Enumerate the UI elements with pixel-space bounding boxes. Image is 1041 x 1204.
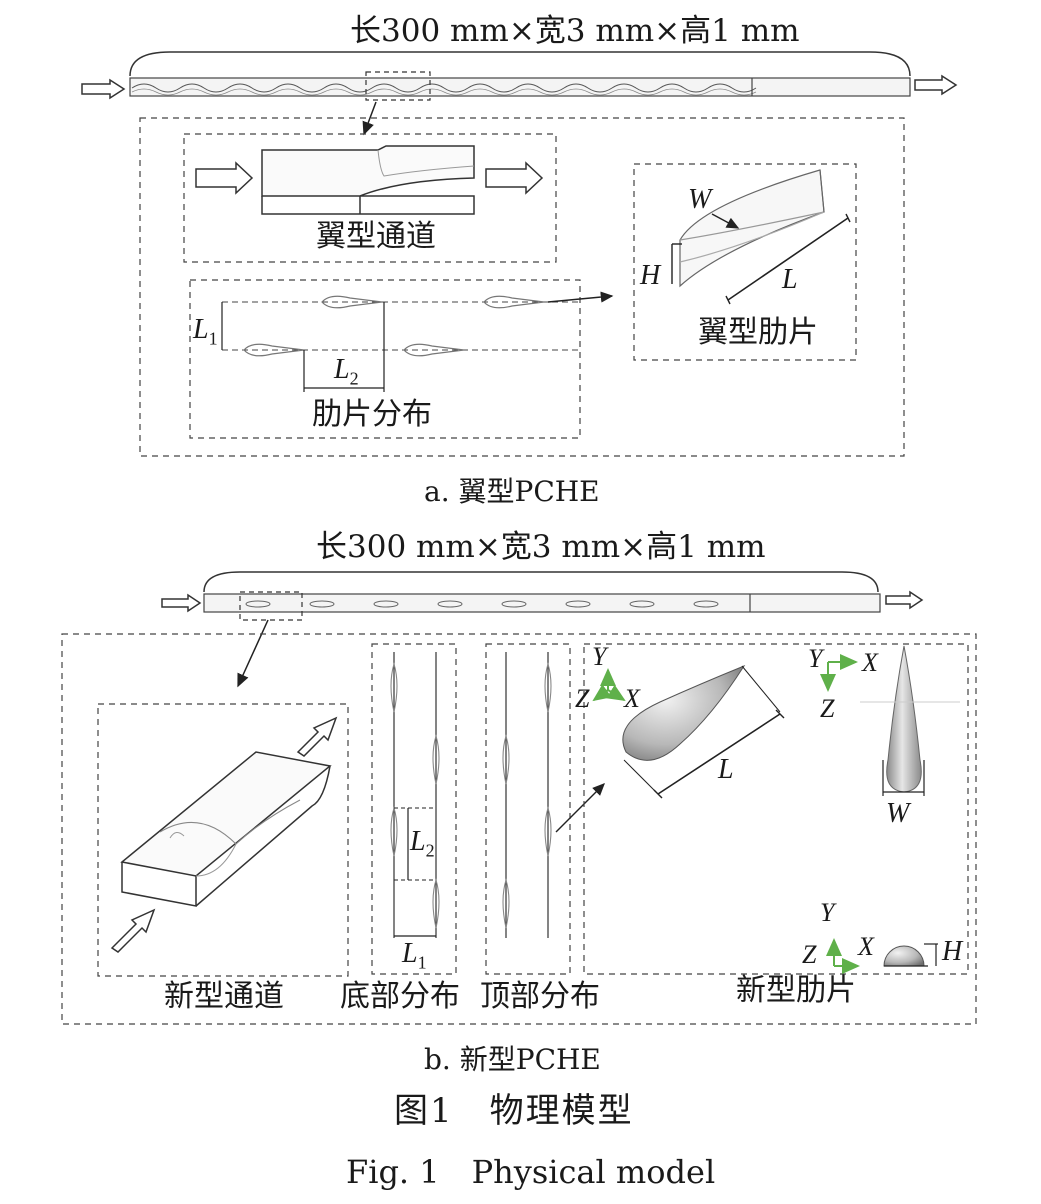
- axes-front-icon: [826, 938, 860, 974]
- panel-a-caption: a. 翼型PCHE: [424, 475, 600, 508]
- panel-b-dim-l: L: [718, 754, 734, 785]
- panel-a-fin-box: [633, 163, 857, 361]
- panel-a-inlet-arrow: [81, 78, 126, 100]
- panel-b-fin-label: 新型肋片: [736, 973, 856, 1008]
- axis-x-label-iso: X: [624, 684, 640, 713]
- panel-a-length-brace: [129, 51, 911, 77]
- panel-a-dim-l: L: [782, 264, 798, 295]
- panel-b-channel-strip: [203, 593, 881, 613]
- panel-b-dimension-label: 长300 mm×宽3 mm×高1 mm: [316, 529, 766, 565]
- panel-a-distribution-label: 肋片分布: [312, 397, 432, 432]
- axis-y-label-front: Y: [820, 898, 835, 927]
- panel-b-top-label: 顶部分布: [480, 979, 600, 1014]
- panel-b-fin-box: [583, 643, 969, 975]
- panel-b-dim-l1: L1: [402, 938, 427, 973]
- axes-top-icon: [820, 654, 858, 692]
- panel-a-dim-l1: L1: [193, 314, 218, 349]
- airfoil-fin-3d: [679, 169, 825, 288]
- panel-b-zoom-box: [239, 591, 303, 621]
- panel-a-detail-box: [139, 117, 905, 457]
- panel-b-dim-h: H: [942, 936, 963, 967]
- panel-a-outlet-arrow: [914, 74, 958, 96]
- airfoil-fin-outlines: [243, 295, 545, 357]
- axis-y-label-iso: Y: [592, 642, 607, 671]
- panel-b-bottom-label: 底部分布: [340, 979, 460, 1014]
- novel-channel-drawing: [120, 751, 332, 907]
- panel-b-outlet-arrow: [885, 590, 924, 610]
- axis-z-label-top: Z: [820, 694, 835, 723]
- panel-a-dimension-label: 长300 mm×宽3 mm×高1 mm: [350, 13, 800, 49]
- panel-a-channel-strip: [129, 77, 911, 97]
- axes-iso-icon: [592, 668, 626, 702]
- axis-x-label-top: X: [862, 648, 878, 677]
- panel-b-detail-box: [61, 633, 977, 1025]
- figure-title-cn: 图1 物理模型: [394, 1091, 634, 1131]
- axis-x-label-front: X: [858, 932, 874, 961]
- panel-b-top-box: [485, 643, 571, 975]
- novel-fin-3d: [622, 664, 746, 761]
- panel-a-zoom-box: [365, 71, 431, 101]
- panel-b-length-brace: [203, 571, 879, 593]
- panel-b-channel-label: 新型通道: [164, 979, 284, 1014]
- panel-b-dim-w: W: [886, 798, 910, 829]
- panel-a-channel-box: [183, 133, 557, 263]
- panel-a-channel-label: 翼型通道: [316, 219, 436, 254]
- figure-title-en: Fig. 1 Physical model: [346, 1153, 716, 1191]
- novel-fin-top-view: [886, 645, 922, 793]
- panel-a-distribution-box: [189, 279, 581, 439]
- panel-b-dim-l2: L2: [410, 826, 435, 861]
- novel-fin-front-view: [883, 945, 925, 967]
- airfoil-channel-drawing: [261, 145, 475, 215]
- panel-a-fin-label: 翼型肋片: [698, 315, 818, 350]
- axis-z-label-iso: Z: [575, 684, 590, 713]
- panel-a-dim-w: W: [688, 184, 712, 215]
- bottom-fin-outlines: [390, 662, 440, 929]
- panel-a-dim-l2: L2: [334, 354, 359, 389]
- top-fin-outlines: [502, 662, 552, 929]
- panel-b-bottom-box: [371, 643, 457, 975]
- panel-b-caption: b. 新型PCHE: [424, 1043, 601, 1076]
- axis-y-label-top: Y: [808, 644, 823, 673]
- panel-b-inlet-arrow: [161, 593, 202, 613]
- axis-z-label-front: Z: [802, 940, 817, 969]
- panel-b-channel-box: [97, 703, 349, 977]
- panel-a-dim-h: H: [640, 260, 661, 291]
